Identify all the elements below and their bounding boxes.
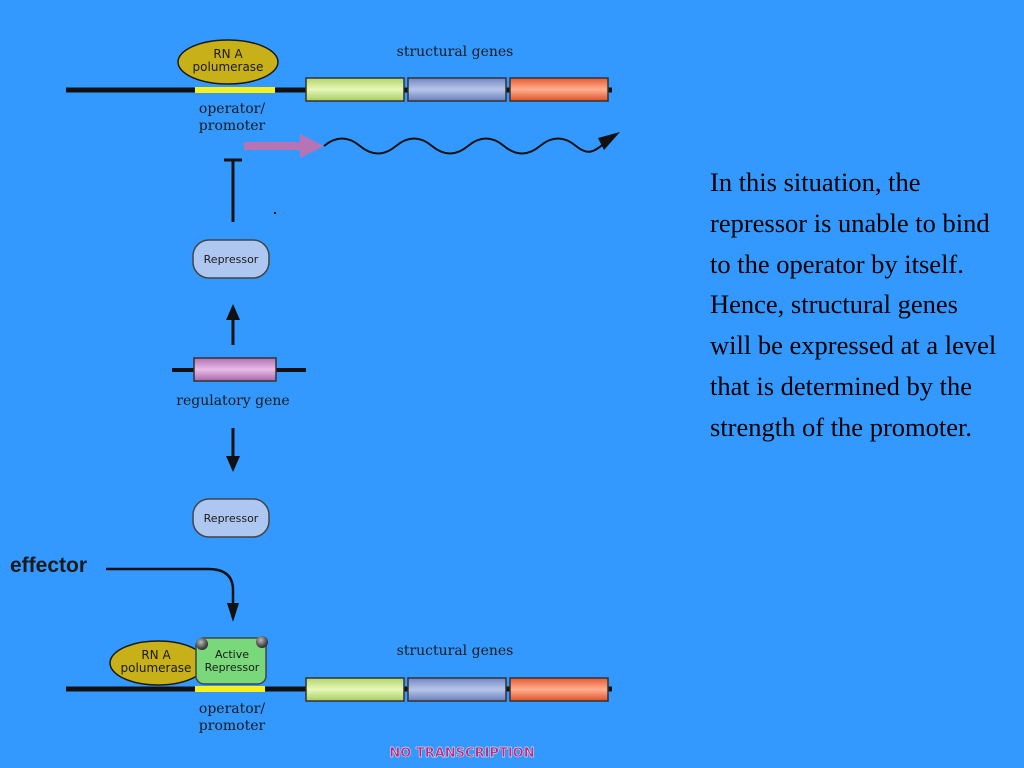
effector-arrow bbox=[106, 567, 239, 622]
repressor-lower bbox=[192, 498, 270, 538]
active-repressor-label-2: Repressor bbox=[205, 661, 260, 674]
structural-gene-3-top bbox=[509, 77, 609, 102]
rna-polymerase-label-top-1: RN A bbox=[213, 47, 243, 61]
small-dot bbox=[274, 212, 276, 214]
rna-polymerase-label-bottom-2: polumerase bbox=[121, 661, 192, 675]
effector-molecule-right bbox=[256, 636, 268, 648]
rna-polymerase-top bbox=[177, 39, 279, 85]
repressor-upper-label: Repressor bbox=[204, 253, 259, 266]
active-repressor bbox=[195, 637, 267, 685]
structural-gene-2-bottom bbox=[407, 677, 507, 702]
mrna-wave bbox=[323, 137, 607, 155]
effector-molecule-left bbox=[196, 638, 208, 650]
operator-region-bottom bbox=[195, 686, 265, 692]
operator-label-top-2: promoter bbox=[199, 118, 266, 134]
regulatory-gene bbox=[193, 357, 277, 382]
active-repressor-label-1: Active bbox=[215, 648, 249, 661]
operator-label-top-1: operator/ bbox=[199, 101, 265, 117]
rna-polymerase-label-bottom-1: RN A bbox=[141, 648, 171, 662]
structural-genes-label-bottom: structural genes bbox=[397, 643, 514, 659]
arrow-down bbox=[226, 428, 240, 472]
operator-region-top bbox=[195, 87, 275, 93]
repressor-upper bbox=[192, 239, 270, 279]
transcription-arrow bbox=[244, 134, 324, 158]
regulatory-gene-label: regulatory gene bbox=[176, 393, 289, 409]
operator-label-bottom-1: operator/ bbox=[199, 701, 265, 717]
rna-polymerase-label-top-2: polumerase bbox=[193, 60, 264, 74]
structural-gene-1-bottom bbox=[305, 677, 405, 702]
structural-gene-1-top bbox=[305, 77, 405, 102]
inhibition-symbol bbox=[224, 158, 242, 222]
arrow-up bbox=[226, 304, 240, 345]
operator-label-bottom-2: promoter bbox=[199, 718, 266, 734]
structural-genes-label-top: structural genes bbox=[397, 44, 514, 60]
repressor-lower-label: Repressor bbox=[204, 512, 259, 525]
structural-gene-2-top bbox=[407, 77, 507, 102]
description-text: In this situation, the repressor is unab… bbox=[710, 167, 997, 442]
no-transcription-label: NO TRANSCRIPTION bbox=[389, 746, 534, 761]
structural-gene-3-bottom bbox=[509, 677, 609, 702]
effector-label: effector bbox=[10, 554, 87, 577]
mrna-arrowhead bbox=[598, 132, 620, 150]
